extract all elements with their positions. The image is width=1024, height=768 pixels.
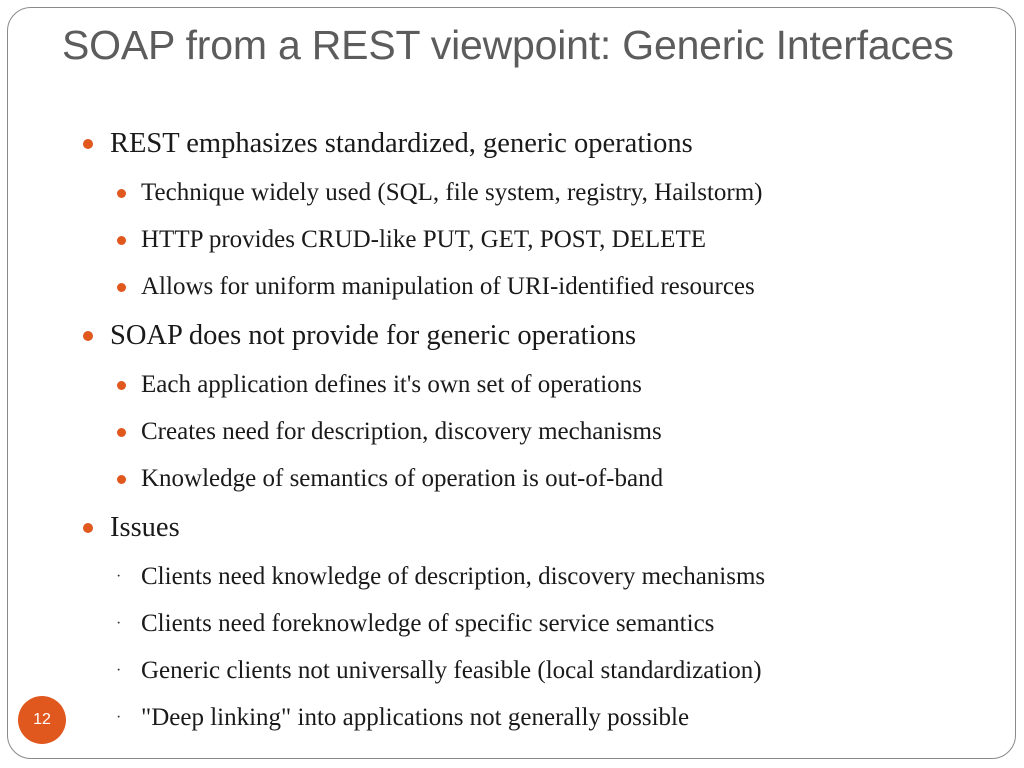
small-dot-icon: ·: [116, 662, 122, 679]
bullet-level1: SOAP does not provide for generic operat…: [80, 316, 980, 356]
bullet-dot-icon: [117, 381, 126, 390]
bullet-dot-icon: [117, 428, 126, 437]
small-dot-icon: ·: [116, 568, 122, 585]
slide-title: SOAP from a REST viewpoint: Generic Inte…: [62, 22, 954, 68]
bullet-text: Clients need foreknowledge of specific s…: [141, 610, 715, 637]
bullet-text: Clients need knowledge of description, d…: [141, 563, 766, 590]
page-number-badge: 12: [18, 696, 66, 744]
bullet-level2: · Clients need knowledge of description,…: [80, 559, 980, 595]
bullet-level2: Allows for uniform manipulation of URI-i…: [80, 269, 980, 305]
bullet-dot-icon: [83, 331, 93, 341]
bullet-dot-icon: [117, 236, 126, 245]
bullet-level1: REST emphasizes standardized, generic op…: [80, 124, 980, 164]
small-dot-icon: ·: [116, 709, 122, 726]
bullet-text: Generic clients not universally feasible…: [141, 657, 762, 684]
bullet-level2: Technique widely used (SQL, file system,…: [80, 175, 980, 211]
slide-frame: [7, 7, 1016, 759]
bullet-level2: · Generic clients not universally feasib…: [80, 653, 980, 689]
bullet-level2: Each application defines it's own set of…: [80, 367, 980, 403]
bullet-text: Knowledge of semantics of operation is o…: [141, 465, 664, 492]
small-dot-icon: ·: [116, 615, 122, 632]
bullet-text: SOAP does not provide for generic operat…: [110, 320, 637, 351]
bullet-text: Allows for uniform manipulation of URI-i…: [141, 273, 755, 300]
bullet-text: Issues: [110, 512, 180, 543]
bullet-text: HTTP provides CRUD-like PUT, GET, POST, …: [141, 226, 706, 253]
bullet-text: "Deep linking" into applications not gen…: [141, 704, 690, 731]
bullet-text: REST emphasizes standardized, generic op…: [110, 128, 693, 159]
bullet-level2: Knowledge of semantics of operation is o…: [80, 461, 980, 497]
bullet-level2: HTTP provides CRUD-like PUT, GET, POST, …: [80, 222, 980, 258]
bullet-dot-icon: [117, 283, 126, 292]
bullet-level1: Issues: [80, 508, 980, 548]
bullet-text: Each application defines it's own set of…: [141, 371, 642, 398]
bullet-level2: Creates need for description, discovery …: [80, 414, 980, 450]
bullet-dot-icon: [83, 523, 93, 533]
slide-content: REST emphasizes standardized, generic op…: [80, 124, 980, 736]
bullet-dot-icon: [117, 189, 126, 198]
bullet-dot-icon: [83, 139, 93, 149]
bullet-text: Creates need for description, discovery …: [141, 418, 662, 445]
bullet-text: Technique widely used (SQL, file system,…: [141, 179, 763, 206]
bullet-level2: · Clients need foreknowledge of specific…: [80, 606, 980, 642]
bullet-level2: · "Deep linking" into applications not g…: [80, 700, 980, 736]
bullet-dot-icon: [117, 475, 126, 484]
